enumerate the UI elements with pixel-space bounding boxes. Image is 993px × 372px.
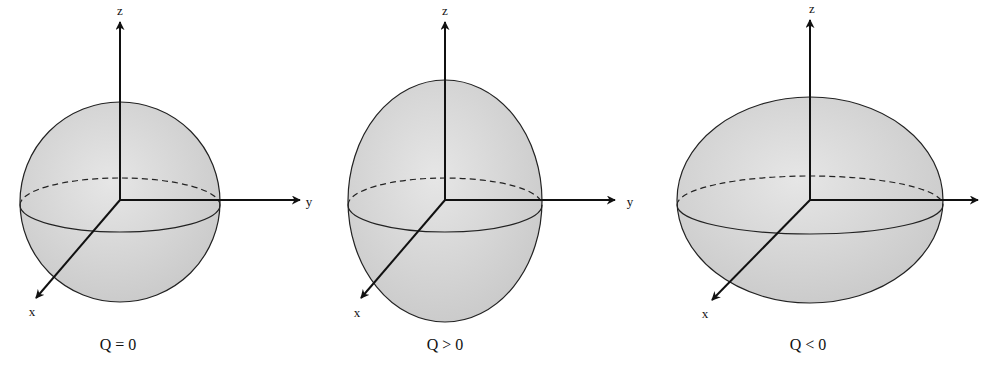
- y-axis: [120, 199, 300, 201]
- axis-label: z: [442, 4, 448, 17]
- equator-front: [677, 205, 943, 234]
- quadrupole-caption: Q > 0: [427, 337, 464, 353]
- z-axis: [809, 20, 811, 200]
- z-axis: [444, 22, 446, 200]
- x-axis: [712, 200, 810, 300]
- y-axis: [810, 199, 978, 201]
- axis-label: x: [702, 307, 709, 320]
- z-axis: [119, 22, 121, 200]
- axis-label: y: [627, 195, 634, 208]
- quadrupole-caption: Q < 0: [790, 337, 827, 353]
- oblate-figure: [677, 20, 978, 303]
- quadrupole-caption: Q = 0: [100, 337, 137, 353]
- axis-label: z: [809, 2, 815, 15]
- equator-front: [348, 205, 542, 232]
- axis-label: x: [354, 306, 361, 319]
- axis-label: z: [117, 4, 123, 17]
- x-axis: [36, 200, 120, 298]
- y-axis: [445, 199, 615, 201]
- equator-front: [20, 205, 220, 232]
- axis-label: x: [29, 305, 36, 318]
- prolate-figure: [348, 22, 615, 322]
- x-axis: [361, 200, 445, 298]
- axis-label: y: [306, 195, 313, 208]
- sphere-figure: [20, 22, 300, 302]
